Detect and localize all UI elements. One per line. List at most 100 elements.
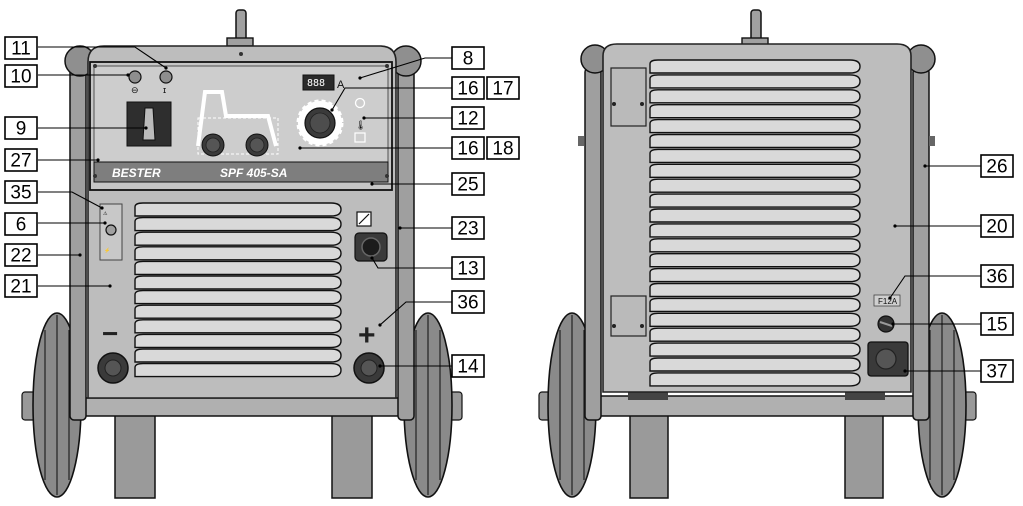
leader-end-dot (103, 221, 107, 225)
rear-handle-clip (929, 136, 935, 146)
grille-slat (649, 118, 861, 134)
callout-number: 16 (457, 79, 478, 100)
leader-end-dot (370, 256, 374, 260)
callout-number: 22 (10, 246, 31, 267)
leader-end-dot (78, 253, 82, 257)
callout-box (451, 216, 485, 240)
grille-slat (649, 372, 861, 387)
callout-leader-line (38, 191, 103, 209)
callout-box (486, 136, 520, 160)
knob-right[interactable] (245, 133, 269, 157)
power-lamp (128, 70, 142, 84)
grille-slat (649, 104, 861, 119)
sticker-lower-icon: ⚡ (104, 247, 110, 254)
grille-slat (649, 193, 861, 208)
grille-slat (134, 362, 342, 378)
callout-leader-line (331, 87, 452, 111)
grille-slat (649, 297, 861, 313)
thermometer-icon: 🌡 (355, 120, 366, 130)
leader-end-dot (893, 224, 897, 228)
grille-slat (134, 304, 342, 319)
front-handle-right (397, 67, 415, 421)
leader-end-dot (923, 164, 927, 168)
leader-end-dot (96, 158, 100, 162)
callout-box (4, 243, 38, 267)
control-socket-ring-icon (361, 237, 381, 257)
grille-slat (134, 289, 342, 305)
callout-leader-line (371, 257, 452, 269)
rear-wheel-right (917, 312, 977, 498)
leader-end-dot (903, 369, 907, 373)
brand-label: BESTER (112, 166, 161, 180)
callout-box (4, 64, 38, 88)
rear-handle-right (912, 67, 930, 421)
rear-cover-plate-top (610, 67, 647, 127)
callout-number: 26 (986, 157, 1007, 178)
callout-box (4, 116, 38, 140)
grille-slat (649, 327, 861, 342)
rear-handle-clip (578, 136, 584, 146)
screw-icon (93, 64, 97, 68)
callout-box (451, 46, 485, 70)
callout-leader-line (38, 46, 167, 69)
callout-number: 11 (11, 39, 31, 60)
callout-box (980, 154, 1014, 178)
front-grille (134, 202, 342, 378)
front-handle-left (69, 67, 87, 421)
grille-slat (649, 89, 861, 104)
fuse-label: F12A (878, 297, 898, 306)
callout-box (980, 264, 1014, 288)
callout-number: 16 (457, 139, 478, 160)
model-label: SPF 405-SA (220, 166, 287, 180)
leader-end-dot (164, 66, 168, 70)
callout-number: 14 (457, 357, 479, 378)
callout-number: 35 (10, 183, 31, 204)
callout-number: 9 (16, 119, 27, 140)
callout-box (451, 136, 485, 160)
callout-box (980, 359, 1014, 383)
negative-terminal[interactable] (97, 352, 129, 384)
callout-number: 37 (986, 362, 1007, 383)
rear-foot-bracket (845, 392, 885, 400)
rear-view: F12A (538, 9, 977, 499)
rear-handle-left (584, 67, 602, 421)
callout-box (4, 36, 38, 60)
grille-slat (649, 312, 861, 327)
grille-slat (649, 223, 861, 238)
screw-icon (640, 102, 644, 106)
callout-number: 15 (986, 315, 1007, 336)
callout-leader-line (359, 57, 452, 79)
grille-slat (134, 260, 342, 276)
callout-number: 20 (986, 217, 1007, 238)
current-knob[interactable] (296, 99, 344, 147)
rear-wheel-left (538, 312, 597, 498)
callout-number: 21 (10, 277, 31, 298)
knob-left[interactable] (201, 133, 225, 157)
leader-end-dot (358, 76, 362, 80)
thermal-lamp (159, 70, 173, 84)
callout-number: 13 (457, 259, 478, 280)
front-lifting-eye-base (226, 37, 254, 47)
positive-terminal[interactable] (353, 352, 385, 384)
callout-box (4, 212, 38, 236)
callout-box (4, 274, 38, 298)
grille-slat (134, 216, 342, 232)
callout-leader-line (379, 301, 452, 326)
fuse-label-plate (873, 294, 901, 307)
grille-slat (649, 74, 861, 89)
characteristic-curve-icon (196, 90, 278, 147)
grille-slat (134, 319, 342, 334)
front-wheel-right (403, 312, 463, 498)
leader-end-dot (888, 296, 892, 300)
ammeter-digits: 888 (307, 78, 325, 89)
grille-slat (649, 163, 861, 178)
remote-socket[interactable] (105, 224, 117, 236)
grille-slat (134, 275, 342, 290)
minus-symbol: − (102, 318, 118, 349)
leader-end-dot (330, 108, 334, 112)
grille-slat (649, 267, 861, 283)
leader-end-dot (891, 322, 895, 326)
callout-box (980, 214, 1014, 238)
callout-box (980, 312, 1014, 336)
